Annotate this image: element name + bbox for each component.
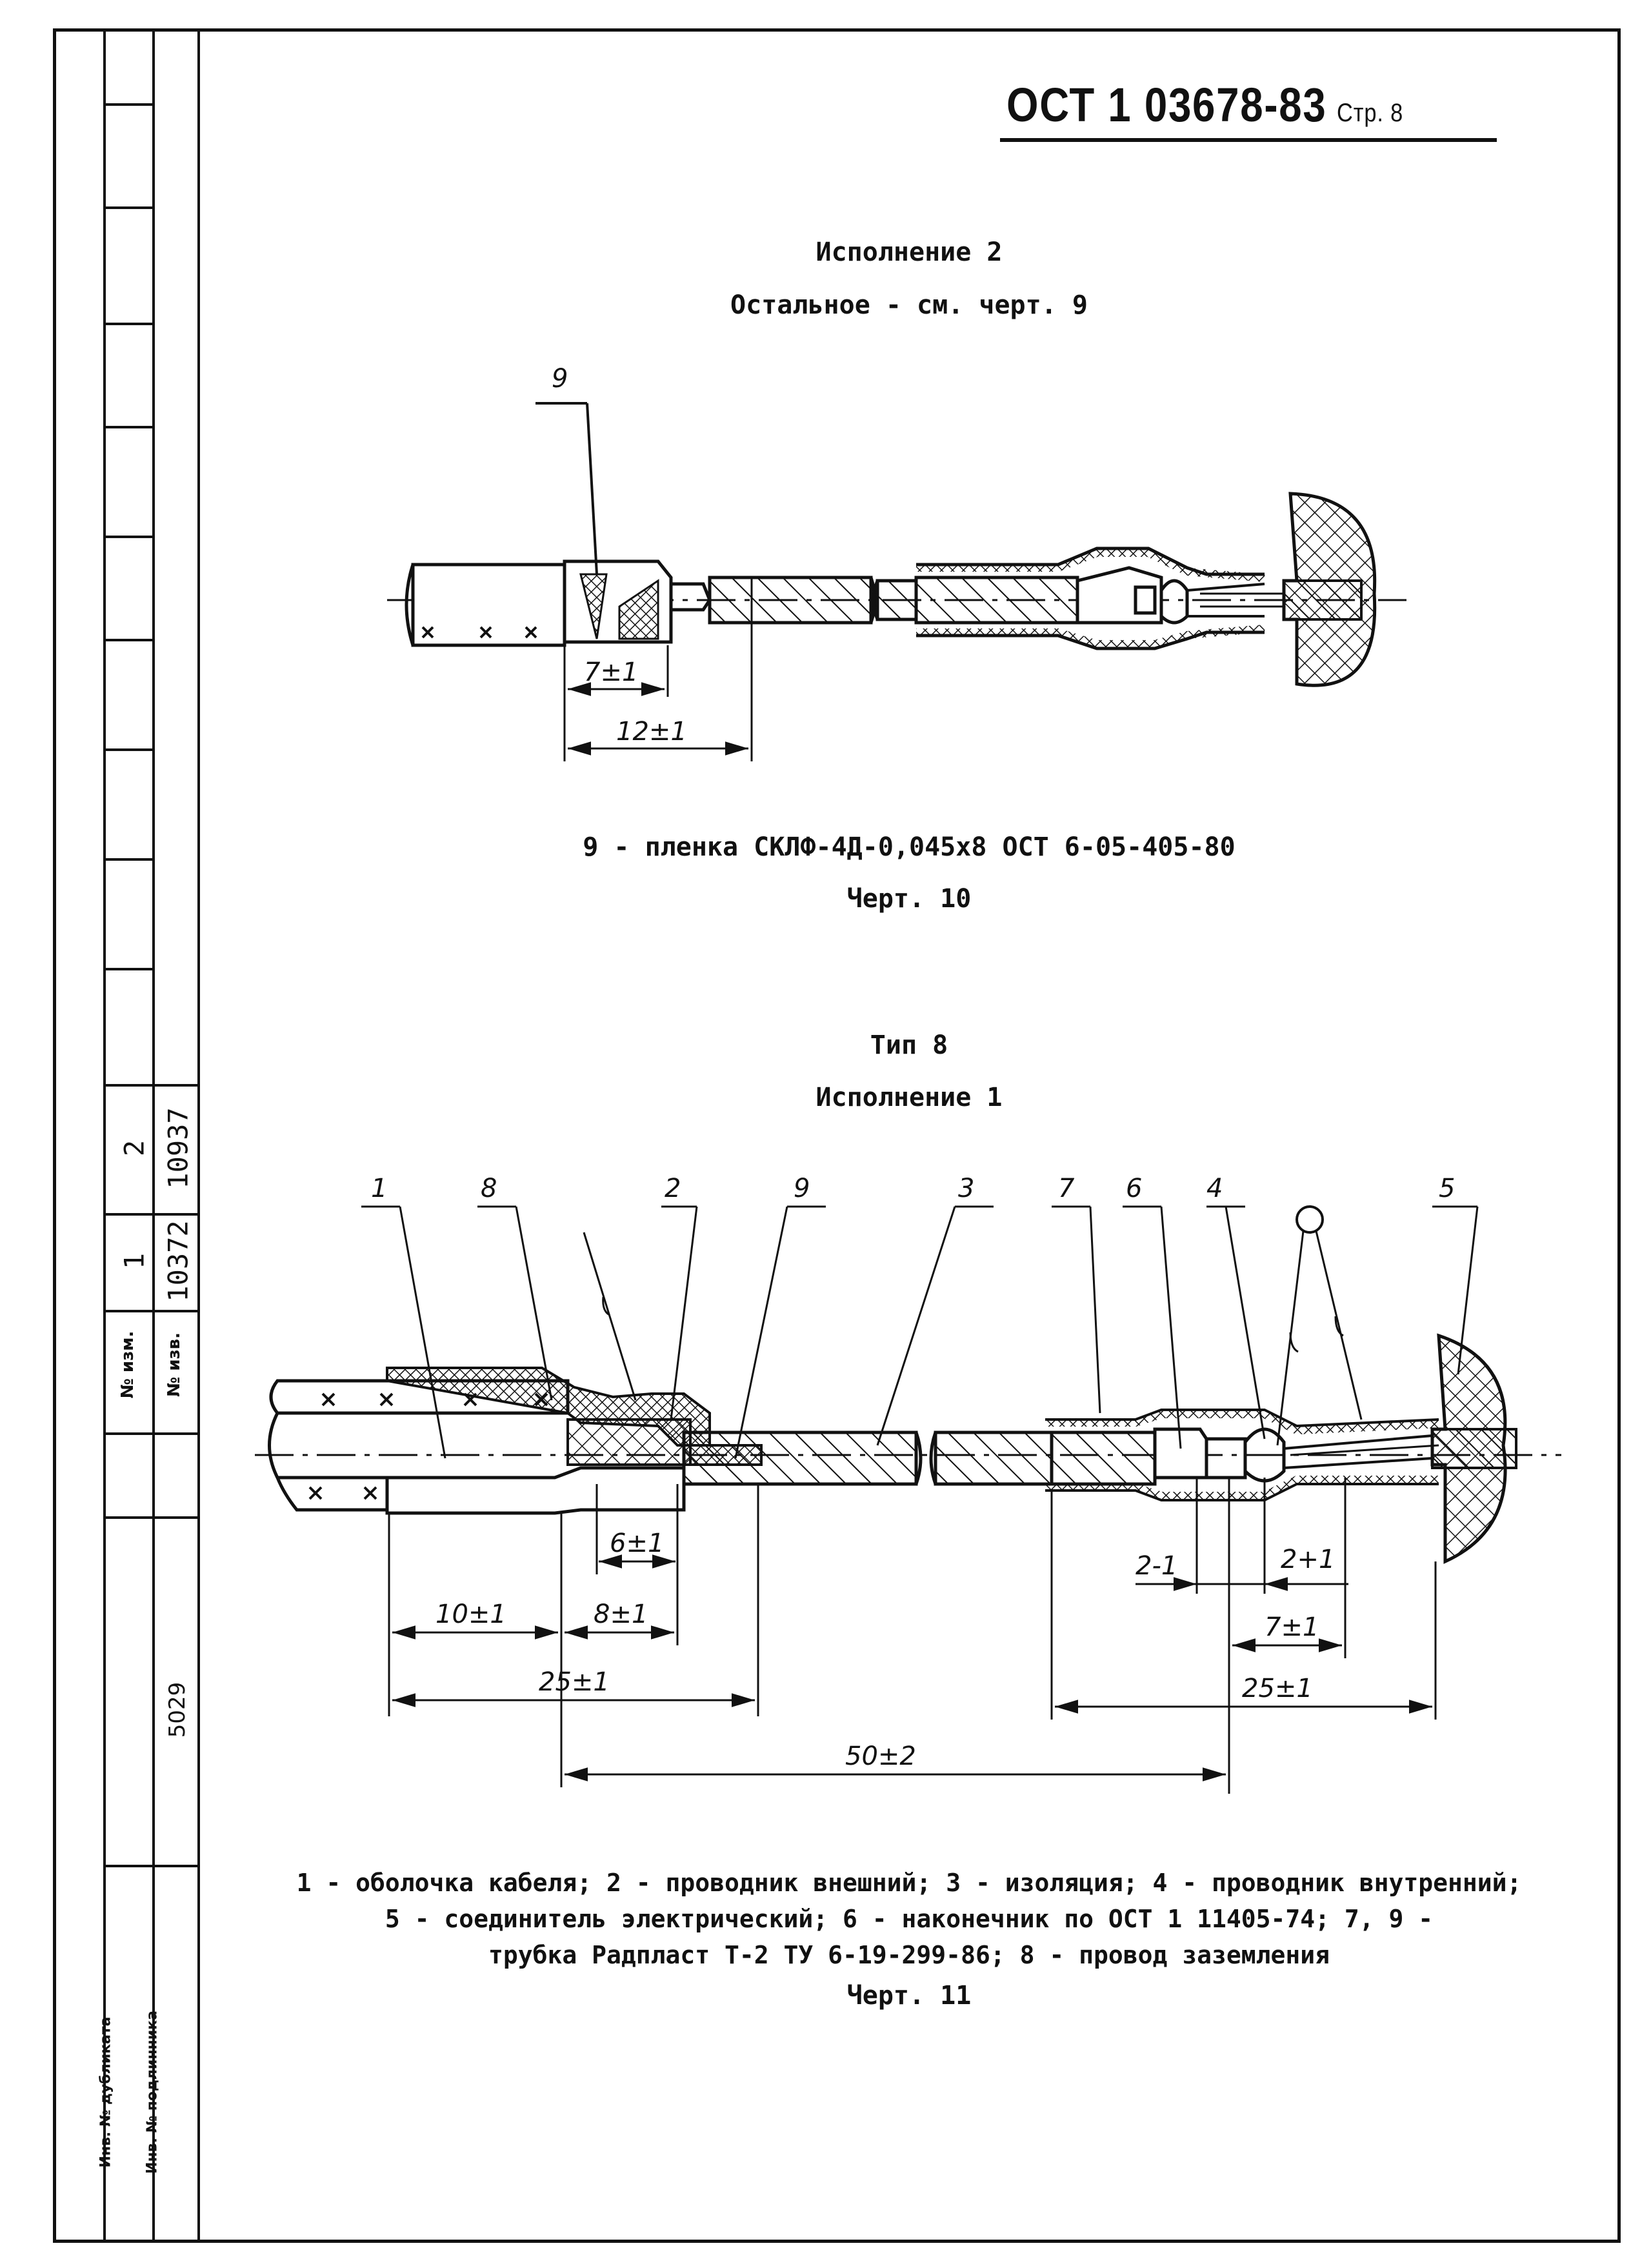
- strip-tick-6: [103, 639, 152, 641]
- d11-type: Тип 8: [870, 1030, 948, 1060]
- strip-line-a: [103, 1432, 197, 1435]
- d10-dim-7: 7±1: [584, 657, 638, 687]
- strip-line-e: [103, 1213, 197, 1216]
- d10-callout-9: 9: [552, 364, 568, 394]
- strip-line-f: [103, 1310, 197, 1312]
- d11-callout-3: 3: [958, 1174, 974, 1203]
- strip-tick-3: [103, 323, 152, 325]
- d11-callout-9: 9: [794, 1174, 810, 1203]
- d11-dim-8: 8±1: [594, 1600, 648, 1629]
- d11-legend: 1 - оболочка кабеля; 2 - проводник внешн…: [197, 1865, 1621, 1973]
- d11-dim-2m: 2-1: [1136, 1551, 1177, 1581]
- strip-tick-7: [103, 748, 152, 751]
- strip-line-d: [103, 1084, 197, 1087]
- d11-dim-10: 10±1: [435, 1600, 506, 1629]
- d11-caption: Черт. 11: [846, 1981, 972, 2011]
- header-underline: [1000, 138, 1497, 142]
- page-frame: [53, 28, 1621, 2243]
- d10-note: 9 - пленка СКЛФ-4Д-0,045х8 ОСТ 6-05-405-…: [583, 832, 1236, 862]
- strip-divider-3: [197, 28, 200, 2243]
- strip-line-c: [103, 1865, 197, 1867]
- d11-dim-2p: 2+1: [1281, 1545, 1335, 1574]
- d10-dim-12: 12±1: [616, 717, 687, 747]
- d11-callout-6: 6: [1126, 1174, 1142, 1203]
- d11-callout-8: 8: [481, 1174, 497, 1203]
- d10-variant: Исполнение 2: [815, 237, 1003, 267]
- d11-dim-6: 6±1: [610, 1529, 664, 1558]
- strip-tick-5: [103, 536, 152, 538]
- d11-dim-25b: 25±1: [1242, 1674, 1313, 1703]
- d11-dim-50: 50±2: [845, 1741, 916, 1771]
- legend-line-1: 1 - оболочка кабеля; 2 - проводник внешн…: [296, 1869, 1522, 1897]
- strip-tick-2: [103, 206, 152, 209]
- strip-divider-2: [152, 28, 155, 2243]
- doc-header: ОСТ 1 03678-83 Стр. 8: [1006, 77, 1403, 132]
- legend-line-2: 5 - соединитель электрический; 6 - након…: [385, 1905, 1434, 1933]
- d10-caption: Черт. 10: [846, 884, 972, 914]
- d11-callout-7: 7: [1058, 1174, 1075, 1203]
- d11-callout-5: 5: [1439, 1174, 1455, 1203]
- d11-dim-25a: 25±1: [539, 1667, 610, 1697]
- strip-tick-9: [103, 968, 152, 970]
- strip-tick-4: [103, 426, 152, 428]
- doc-number: ОСТ 1 03678-83: [1006, 78, 1327, 132]
- strip-line-b: [103, 1516, 197, 1519]
- strip-tick-8: [103, 858, 152, 861]
- d11-variant: Исполнение 1: [815, 1083, 1003, 1112]
- drawing-11: [255, 1205, 1561, 1794]
- strip-divider-1: [103, 28, 106, 2243]
- strip-tick-1: [103, 103, 152, 106]
- d11-callout-1: 1: [371, 1174, 387, 1203]
- page-label: Стр. 8: [1337, 99, 1404, 127]
- d11-callout-4: 4: [1206, 1174, 1223, 1203]
- drawing-10: [387, 402, 1406, 761]
- d11-dim-7: 7±1: [1265, 1612, 1319, 1642]
- legend-line-3: трубка Радпласт Т-2 ТУ 6-19-299-86; 8 - …: [488, 1941, 1330, 1969]
- d10-rest-note: Остальное - см. черт. 9: [730, 290, 1088, 320]
- d11-callout-2: 2: [665, 1174, 681, 1203]
